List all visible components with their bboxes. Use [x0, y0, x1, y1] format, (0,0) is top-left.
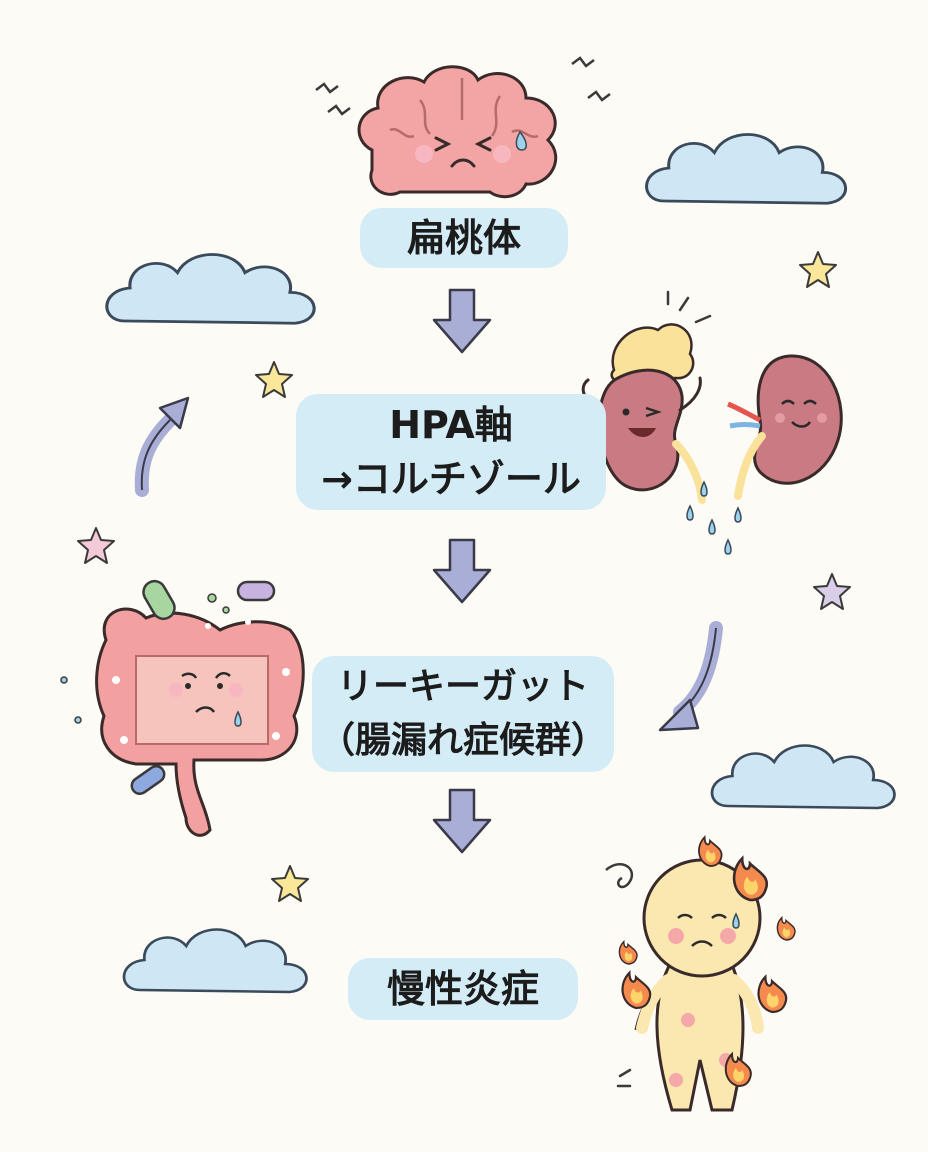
down-arrow-3 [432, 788, 492, 854]
star-icon [255, 361, 293, 398]
adrenal-gland-icon [610, 290, 712, 383]
kidney-icon [727, 354, 843, 500]
step-chronic-inflammation-text: 慢性炎症 [386, 967, 539, 1011]
step-leaky-gut-text: リーキーガット [336, 666, 589, 707]
down-arrow-1 [432, 288, 492, 354]
curved-arrow-down-icon [658, 621, 723, 732]
brain-icon [315, 56, 611, 199]
step-hpa-axis-label: HPA軸 →コルチゾール [296, 394, 606, 510]
star-icon [813, 573, 851, 610]
star-icon [271, 865, 309, 902]
cloud-icon [645, 132, 848, 205]
step-hpa-axis-text: HPA軸 [389, 403, 513, 447]
step-leaky-gut-label: リーキーガット （腸漏れ症候群） [312, 656, 614, 772]
cloud-icon [710, 744, 896, 810]
curved-arrow-up-icon [134, 396, 190, 497]
star-icon [77, 527, 115, 564]
down-arrow-2 [432, 538, 492, 604]
intestine-icon [95, 607, 305, 837]
star-icon [799, 251, 837, 288]
step-chronic-inflammation-label: 慢性炎症 [348, 958, 578, 1020]
step-amygdala-text: 扁桃体 [406, 216, 521, 260]
cloud-icon [105, 252, 316, 325]
cloud-icon [122, 928, 308, 994]
step-amygdala-label: 扁桃体 [360, 208, 568, 268]
water-drops-icon [686, 480, 742, 555]
step-leaky-gut-subtext: （腸漏れ症候群） [318, 720, 607, 761]
bacteria-icon [60, 579, 276, 795]
step-cortisol-text: →コルチゾール [321, 457, 581, 501]
